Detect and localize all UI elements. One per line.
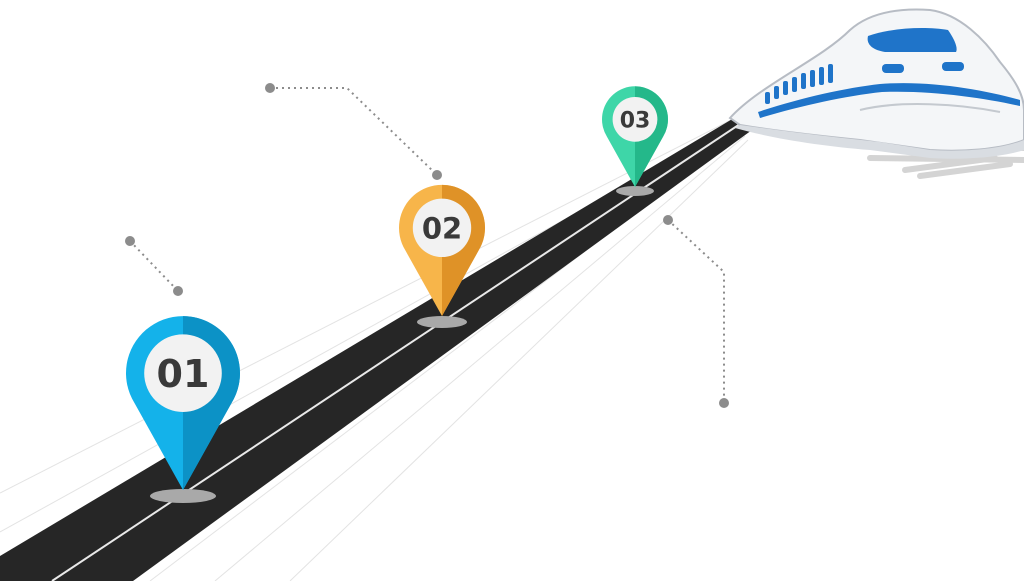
pin-shadow [150, 489, 216, 503]
connector-line-2 [270, 87, 438, 176]
pin-label: 02 [422, 211, 462, 245]
pin-01: 01 [126, 316, 241, 503]
track-center-line [51, 123, 741, 581]
connector-dots [125, 83, 729, 408]
train-windshield [867, 28, 957, 52]
pin-shadow [417, 316, 467, 328]
pin-face [612, 96, 658, 142]
pin-label: 01 [157, 352, 210, 396]
train-nose [859, 103, 1001, 113]
train-headlights [882, 62, 964, 73]
connector-dot [173, 286, 183, 296]
connector-dot [265, 83, 275, 93]
connector-dot [432, 170, 442, 180]
pin-03: 03 [601, 86, 669, 196]
connector-line-1 [129, 240, 179, 292]
train-body [728, 8, 1024, 152]
train-windows [765, 64, 833, 104]
milestone-pins: 01 02 03 [126, 86, 669, 503]
bullet-train-icon [728, 8, 1024, 179]
connector-dot [663, 215, 673, 225]
pin-02: 02 [399, 184, 486, 328]
pin-face [412, 198, 472, 258]
train-side-stripe [758, 83, 1020, 118]
connector-dot [719, 398, 729, 408]
pin-shadow [616, 186, 654, 196]
pin-face [144, 334, 222, 412]
connectors [129, 87, 725, 403]
pin-label: 03 [620, 108, 651, 133]
connector-line-3 [667, 219, 725, 403]
connector-dot [125, 236, 135, 246]
train-skirt [735, 125, 1024, 159]
